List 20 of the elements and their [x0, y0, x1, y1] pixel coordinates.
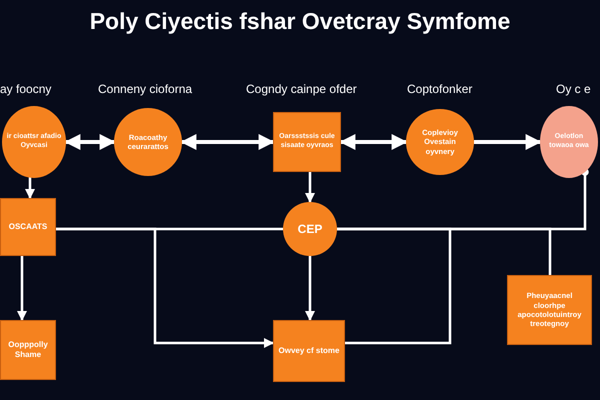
- node-heading: Cogndy cainpe ofder: [246, 82, 357, 96]
- arrow: [474, 134, 542, 150]
- process-box: Oopppolly Shame: [0, 320, 56, 380]
- arrow: [305, 256, 315, 321]
- arrow: [17, 256, 27, 321]
- process-box: Owvey cf stome: [273, 320, 345, 382]
- diagram-title: Poly Ciyectis fshar Ovetcray Symfome: [88, 8, 512, 35]
- connector-line: [337, 228, 552, 275]
- arrow: [339, 134, 408, 150]
- arrow: [25, 177, 35, 199]
- node-heading: ay foocny: [0, 82, 52, 96]
- process-box: OSCAATS: [0, 198, 56, 256]
- arrow: [180, 134, 275, 150]
- node-heading: Oy c e: [556, 82, 591, 96]
- arrow: [56, 228, 274, 348]
- node-heading: Coptofonker: [407, 82, 472, 96]
- node-heading: Conneny cioforna: [98, 82, 192, 96]
- arrow: [64, 134, 116, 150]
- process-circle: CEP: [283, 202, 337, 256]
- arrow: [305, 172, 315, 203]
